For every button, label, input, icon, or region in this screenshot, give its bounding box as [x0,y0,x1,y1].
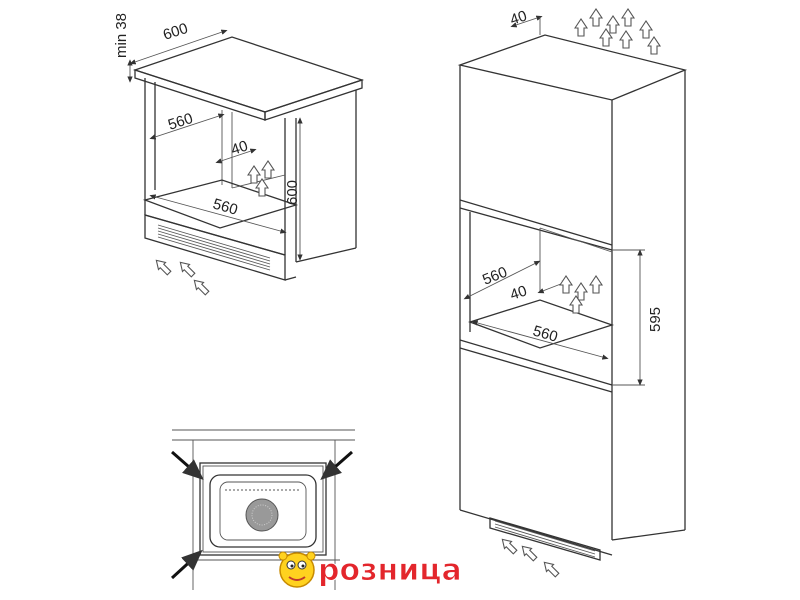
oven-front-view [170,429,355,590]
min-height-label: min 38 [113,13,130,58]
countertop [132,36,365,113]
oven-fan-icon [245,498,279,532]
airflow-up-icon [246,160,276,197]
logo-text: розница [318,553,462,588]
tall-inner-depth-label: 560 [480,264,510,289]
top-gap-label: 40 [508,7,529,28]
inner-depth-label: 560 [166,110,195,134]
tall-gap-label: 40 [508,282,529,303]
oven-frame [199,462,327,556]
rozniza-logo: розница [278,551,462,589]
tall-height-label: 595 [647,307,664,332]
gap-label: 40 [229,137,250,158]
tall-plinth-vent [489,517,601,561]
airflow-intake-icon [155,259,210,296]
airflow-up-icon [558,275,604,314]
tall-cabinet: 40 560 40 560 [457,7,688,578]
under-counter-cabinet: min 38 600 560 40 560 600 [113,13,365,296]
airflow-intake-icon [501,538,560,578]
exhaust-up-icon [573,8,662,55]
inner-width-label: 560 [211,196,240,219]
mounting-arrow-icon [170,450,353,580]
tall-inner-width-label: 560 [531,323,560,346]
top-width-label: 600 [161,20,190,44]
oven-door [209,474,317,548]
height-label: 600 [284,180,301,205]
